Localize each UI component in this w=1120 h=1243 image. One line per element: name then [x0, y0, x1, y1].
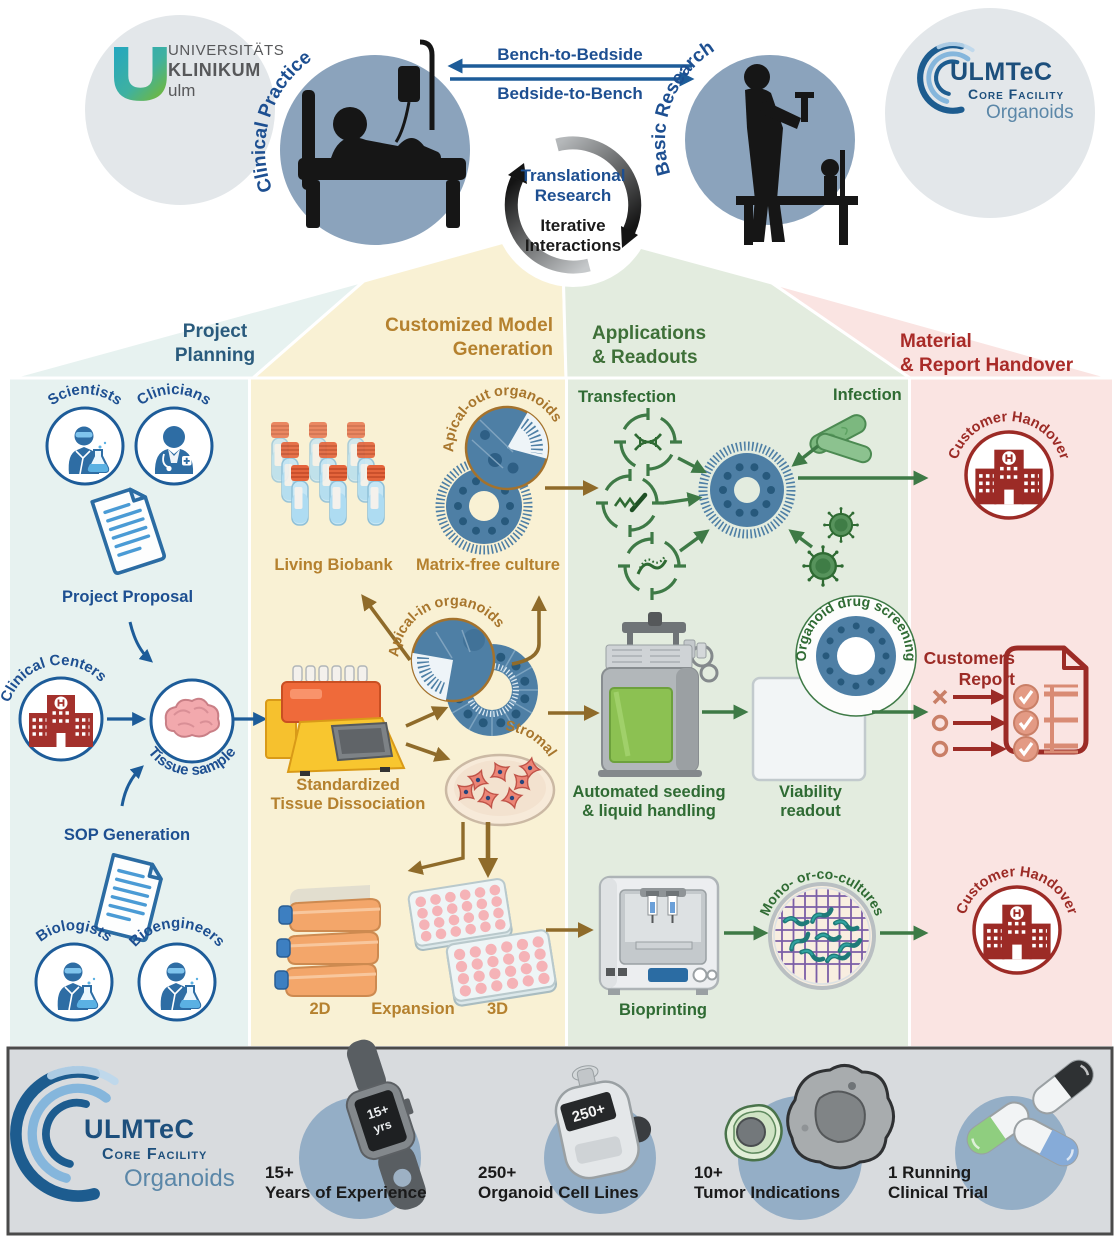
arrow-sop-to-tissue — [120, 765, 144, 807]
virus-icon — [822, 506, 860, 544]
customer-handover-bottom-badge — [972, 885, 1062, 975]
cycle-arrows-icon — [504, 136, 642, 274]
column-title-applications: Applications& Readouts — [592, 323, 707, 369]
bacteria-icon — [809, 414, 873, 464]
project-proposal-label: Project Proposal — [61, 588, 194, 606]
biologists-badge — [34, 942, 114, 1022]
uni-logo-line3: ulm — [168, 81, 196, 100]
central-organoid-icon — [698, 441, 796, 539]
uni-ulm-u-icon — [114, 47, 167, 101]
bench-bedside-arrows — [447, 58, 695, 87]
stat-tumor-indications: 10+Tumor Indications — [694, 1163, 841, 1202]
transfection-dna-icon — [609, 403, 687, 481]
bioprinter-icon — [598, 875, 720, 995]
roof-shapes — [8, 224, 1114, 380]
uni-logo-line1: UNIVERSITÄTS — [168, 42, 285, 59]
watch-badge-unit: yrs — [372, 1117, 394, 1136]
patient-bed-icon — [298, 39, 466, 228]
expansion-label: Expansion — [371, 1000, 455, 1018]
smartwatch-icon: 15+ yrs — [345, 1039, 426, 1210]
seeding-label: Automated seeding& liquid handling — [572, 783, 726, 821]
ulmtec-name: ULMTeC — [950, 58, 1053, 86]
uni-logo-line2: KLINIKUM — [168, 60, 261, 80]
bedside-to-bench-label: Bedside-to-Bench — [497, 84, 643, 103]
apical-in-organoid-icon — [410, 617, 538, 736]
tally-counter-icon: 250+ — [554, 1065, 652, 1180]
watch-badge-value: 15+ — [365, 1101, 391, 1122]
cycle-title-line1: Translational — [520, 166, 626, 185]
scientists-badge — [45, 406, 125, 486]
customer-handover-top-badge — [964, 430, 1054, 520]
sop-generation-label: SOP Generation — [63, 826, 191, 844]
bench-to-bedside-label: Bench-to-Bedside — [497, 45, 643, 64]
cycle-sub-line2: Interactions — [524, 236, 622, 255]
matrix-free-label: Matrix-free culture — [416, 556, 560, 574]
customers-report-icon — [931, 645, 1089, 762]
drug-screening-organoid-icon — [795, 595, 917, 717]
transfection-rna-icon — [613, 527, 691, 605]
virus-icon — [801, 544, 845, 588]
bioengineers-badge — [137, 942, 217, 1022]
plate-3d-label: 3D — [486, 1000, 509, 1018]
dissociation-machine-icon — [265, 665, 406, 776]
liquid-handler-icon — [598, 612, 719, 777]
bioprinting-label: Bioprinting — [619, 1001, 707, 1019]
transfection-mrna-icon — [591, 464, 669, 542]
infection-label: Infection — [833, 386, 902, 404]
ulmtec-unit: Organoids — [986, 102, 1074, 123]
applications-arrows — [663, 444, 929, 941]
footer-ulmtec-name: ULMTeC — [84, 1114, 195, 1144]
coculture-dish-icon — [768, 882, 876, 990]
flask-2d-label: 2D — [309, 1000, 331, 1018]
stromal-dish-icon — [444, 753, 556, 827]
matrix-free-organoid-icon — [435, 405, 550, 555]
uni-ulm-logo-circle — [85, 15, 275, 205]
researcher-bench-icon — [736, 64, 858, 245]
transfection-label: Transfection — [578, 388, 677, 406]
stat-cell-lines: 250+Organoid Cell Lines — [478, 1163, 639, 1202]
tissue-sample-badge — [149, 678, 235, 764]
tumor-cells-icon — [724, 1064, 895, 1170]
cycle-title-line2: Research — [534, 186, 612, 205]
arrow-proposal-to-tissue — [128, 621, 154, 663]
clinical-centers-badge — [18, 676, 104, 762]
flasks-2d-icon — [274, 885, 381, 997]
clinicians-badge — [134, 406, 214, 486]
footer-ulmtec-unit: Organoids — [124, 1165, 235, 1192]
footer-ulmtec-facility: Core Facility — [102, 1146, 208, 1163]
stat-experience: 15+Years of Experience — [265, 1163, 427, 1202]
column-title-handover: Material& Report Handover — [900, 331, 1074, 377]
living-biobank-label: Living Biobank — [274, 556, 393, 574]
model-generation-arrows — [361, 480, 600, 938]
tissue-icon — [164, 697, 220, 738]
cycle-sub-line1: Iterative — [540, 216, 606, 235]
ulmtec-facility: Core Facility — [968, 86, 1065, 102]
